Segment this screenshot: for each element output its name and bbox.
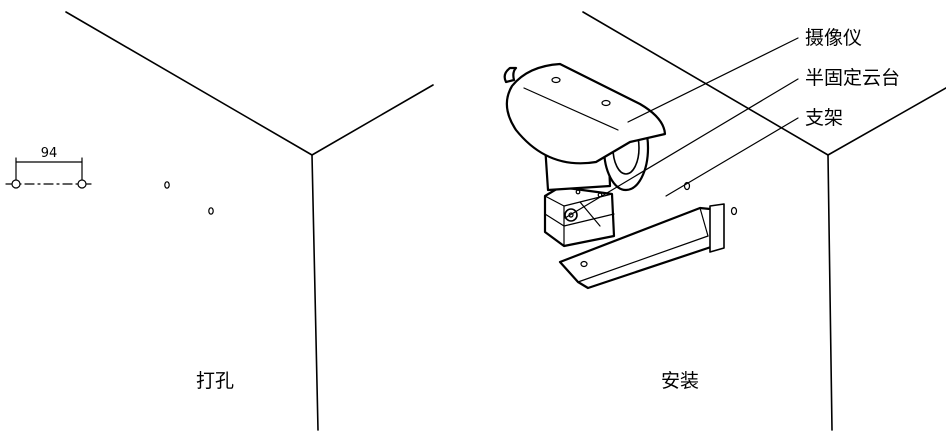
- callout-camera-label: 摄像仪: [805, 27, 862, 49]
- callout-leaders: [564, 37, 799, 219]
- wall-mount-bracket: [558, 181, 738, 290]
- callout-bracket-label: 支架: [805, 107, 843, 129]
- semi-fixed-pan-tilt-mount: [543, 185, 616, 248]
- drill-holes: [164, 181, 214, 215]
- dimension-label: 94: [41, 146, 58, 161]
- hole-spacing-dimension: 94: [5, 146, 93, 189]
- left-wall-corner: [65, 11, 434, 431]
- camera-housing: [503, 62, 667, 192]
- drilling-caption: 打孔: [196, 370, 234, 392]
- installation-caption: 安装: [661, 370, 699, 392]
- callout-pan-tilt-label: 半固定云台: [805, 67, 900, 89]
